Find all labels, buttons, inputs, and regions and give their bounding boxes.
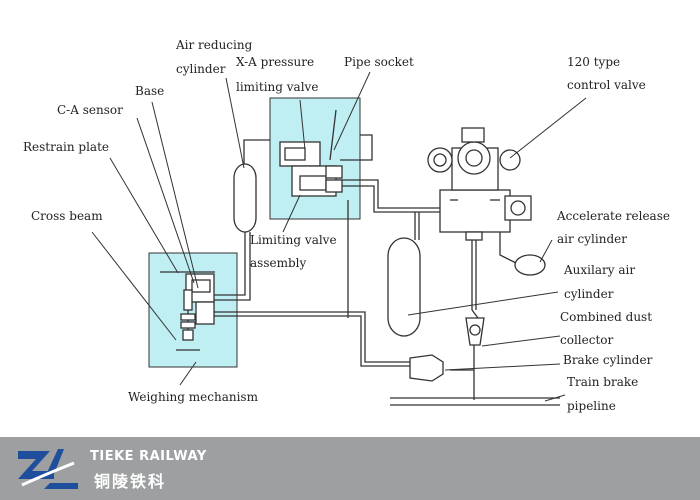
air-reducing-cylinder-shape bbox=[233, 163, 257, 233]
brand-name-chinese: 铜陵铁科 bbox=[94, 472, 167, 491]
brake-cylinder-shape bbox=[409, 354, 444, 382]
label-air-reducing-cylinder: Air reducing cylinder bbox=[175, 38, 256, 76]
label-accelerate-release-air-cylinder: Accelerate release air cylinder bbox=[556, 209, 674, 246]
footer-banner: TIEKE RAILWAY 铜陵铁科 bbox=[0, 437, 700, 500]
label-base: Base bbox=[135, 84, 164, 98]
combined-dust-collector-shape bbox=[465, 309, 485, 346]
label-weighing-mechanism: Weighing mechanism bbox=[128, 390, 259, 404]
label-restrain-plate: Restrain plate bbox=[23, 140, 109, 154]
weighing-mechanism-shape bbox=[160, 271, 215, 351]
accelerate-release-cylinder-shape bbox=[514, 254, 546, 276]
label-cross-beam: Cross beam bbox=[31, 209, 103, 223]
label-ca-sensor: C-A sensor bbox=[57, 103, 123, 117]
label-pipe-socket: Pipe socket bbox=[344, 55, 414, 69]
tieke-railway-logo-icon bbox=[18, 449, 78, 489]
label-train-brake-pipeline: Train brake pipeline bbox=[567, 375, 642, 413]
auxiliary-air-cylinder-shape bbox=[387, 237, 421, 337]
air-piping bbox=[214, 134, 521, 400]
control-valve-120 bbox=[427, 127, 532, 241]
brand-name-english: TIEKE RAILWAY bbox=[90, 449, 207, 464]
label-combined-dust-collector: Combined dust collector bbox=[560, 310, 656, 347]
leader-lines bbox=[91, 71, 587, 402]
air-brake-system-diagram: Air reducing cylinder X-A pressure limit… bbox=[23, 38, 674, 413]
label-120-type-control-valve: 120 type control valve bbox=[567, 55, 646, 92]
label-xa-pressure-limiting-valve: X-A pressure limiting valve bbox=[236, 55, 318, 94]
label-brake-cylinder: Brake cylinder bbox=[563, 353, 653, 367]
train-brake-pipeline bbox=[390, 397, 560, 406]
xa-pressure-limiting-valve-shape bbox=[279, 109, 343, 197]
label-auxiliary-air-cylinder: Auxilary air cylinder bbox=[563, 263, 639, 301]
label-limiting-valve-assembly: Limiting valve assembly bbox=[250, 233, 340, 270]
